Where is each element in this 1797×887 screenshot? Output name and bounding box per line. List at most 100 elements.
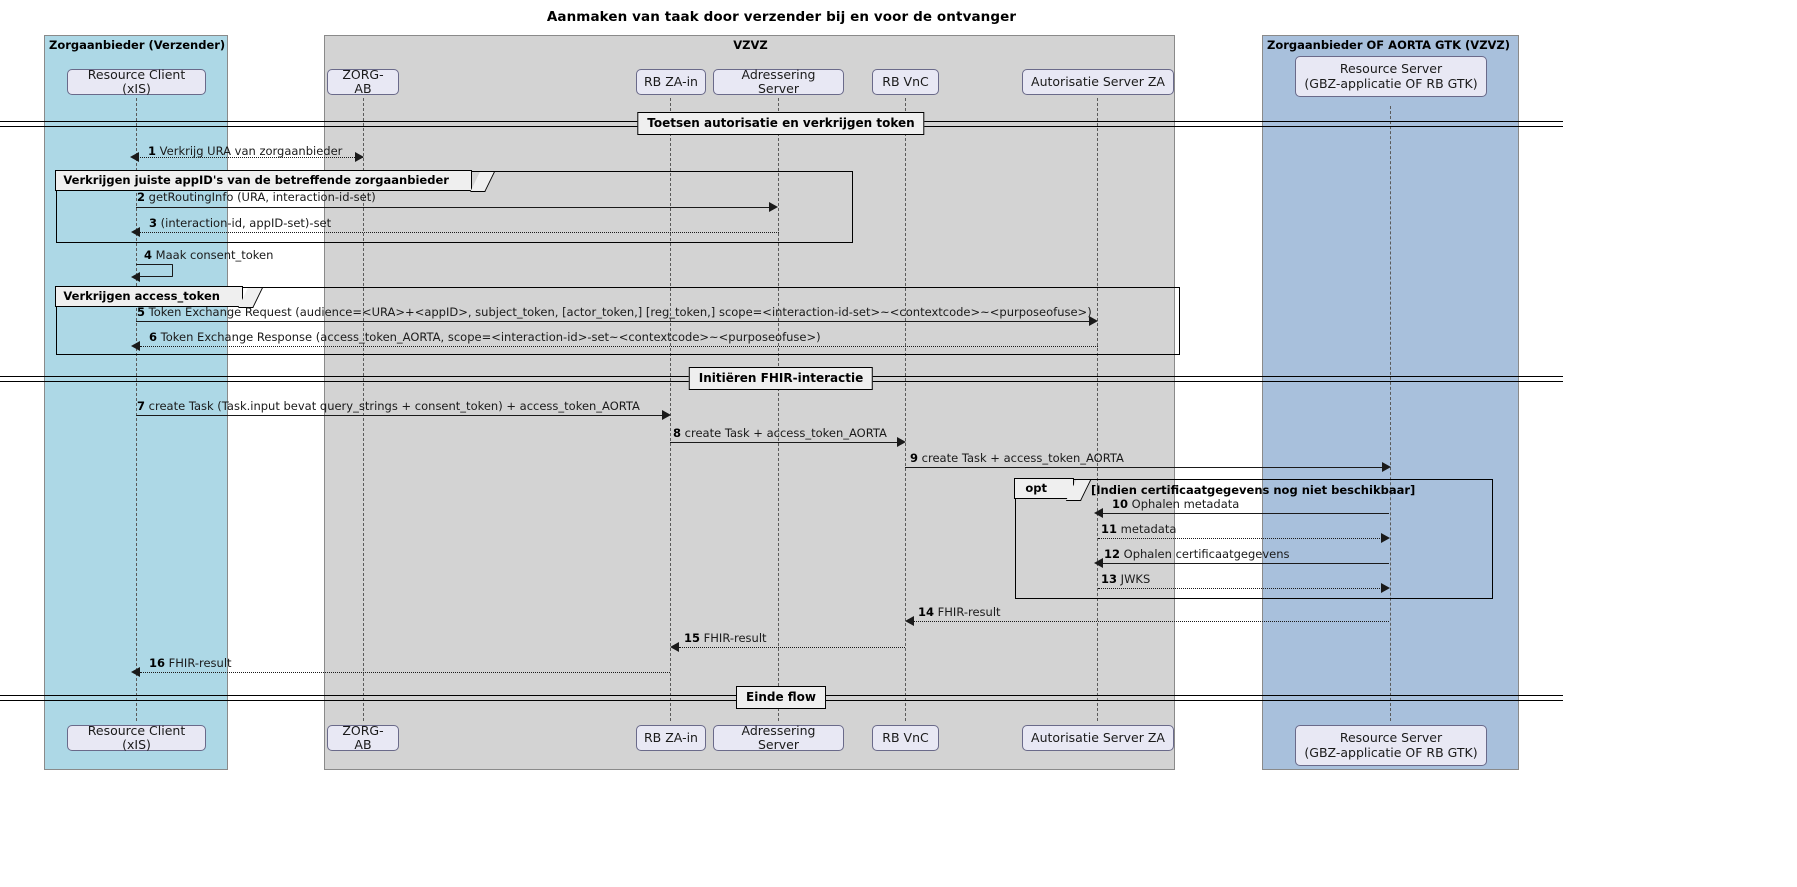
message-9-number: 9	[910, 451, 919, 465]
lifeline-rbvnc	[905, 98, 906, 721]
participant-autza-bottom[interactable]: Autorisatie Server ZA	[1022, 725, 1174, 751]
participant-zorgab-bottom[interactable]: ZORG-AB	[327, 722, 399, 752]
participant-xis-label: Resource Client (xIS)	[87, 66, 186, 96]
message-12-arrowhead	[1094, 558, 1103, 568]
message-9-line	[905, 467, 1383, 468]
message-4-text: Maak consent_token	[155, 248, 274, 262]
message-5-line	[136, 321, 1090, 322]
message-1-number: 1	[148, 144, 157, 158]
message-13-line	[1098, 588, 1382, 589]
message-10-arrowhead	[1094, 508, 1103, 518]
message-13-text: JWKS	[1120, 572, 1151, 586]
participant-rbzain-top[interactable]: RB ZA-in	[636, 69, 706, 95]
message-5-arrowhead	[1089, 316, 1098, 326]
message-15-text: FHIR-result	[703, 631, 767, 645]
message-16-number: 16	[149, 656, 166, 670]
message-8-text: create Task + access_token_AORTA	[684, 426, 887, 440]
message-1-text: Verkrijg URA van zorgaanbieder	[159, 144, 343, 158]
message-11-arrowhead	[1381, 533, 1390, 543]
message-2-text: getRoutingInfo (URA, interaction-id-set)	[148, 190, 376, 204]
frame-token-tab: Verkrijgen access_token	[55, 286, 243, 308]
participant-adres-bottom[interactable]: Adressering Server	[713, 723, 844, 752]
message-16-arrowhead	[131, 667, 140, 677]
message-6-label: 6 Token Exchange Response (access_token_…	[149, 330, 821, 344]
participant-rbvnc-top[interactable]: RB VnC	[872, 69, 939, 95]
lifeline-autza	[1097, 98, 1098, 721]
group-label-ontvanger: Zorgaanbieder OF AORTA GTK (VZVZ)	[1267, 38, 1511, 52]
message-8-line	[670, 442, 898, 443]
message-12-line	[1103, 563, 1389, 564]
divider-label-toetsen: Toetsen autorisatie en verkrijgen token	[637, 112, 925, 135]
message-9-arrowhead	[1382, 462, 1391, 472]
participant-rbzain-label: RB ZA-in	[644, 73, 698, 89]
lifeline-zorgab	[363, 98, 364, 721]
message-14-arrowhead	[905, 616, 914, 626]
participant-autza-top[interactable]: Autorisatie Server ZA	[1022, 69, 1174, 95]
message-9-label: 9 create Task + access_token_AORTA	[910, 451, 1124, 465]
message-11-line	[1098, 538, 1382, 539]
page-title: Aanmaken van taak door verzender bij en …	[546, 9, 1017, 25]
participant-rbvnc-bottom[interactable]: RB VnC	[872, 725, 939, 751]
message-16-label: 16 FHIR-result	[149, 656, 232, 670]
message-2-line	[136, 207, 770, 208]
message-2-label: 2 getRoutingInfo (URA, interaction-id-se…	[137, 190, 376, 204]
message-10-label: 10 Ophalen metadata	[1112, 497, 1240, 511]
message-10-text: Ophalen metadata	[1131, 497, 1240, 511]
participant-adres-label: Adressering Server	[741, 66, 816, 96]
message-12-number: 12	[1104, 547, 1121, 561]
message-14-number: 14	[918, 605, 935, 619]
participant-zorgab-top[interactable]: ZORG-AB	[327, 66, 399, 96]
message-8-label: 8 create Task + access_token_AORTA	[673, 426, 887, 440]
participant-adres-top[interactable]: Adressering Server	[713, 66, 844, 96]
participant-rs-top[interactable]: Resource Server (GBZ-applicatie OF RB GT…	[1295, 56, 1487, 97]
participant-zorgab-label: ZORG-AB	[342, 66, 384, 96]
message-14-label: 14 FHIR-result	[918, 605, 1001, 619]
message-1-arrowhead-left	[130, 152, 139, 162]
participant-rs-label-bottom: Resource Server (GBZ-applicatie OF RB GT…	[1304, 730, 1478, 760]
lifeline-adres	[778, 98, 779, 721]
message-16-text: FHIR-result	[168, 656, 232, 670]
message-6-text: Token Exchange Response (access_token_AO…	[160, 330, 821, 344]
frame-opt-tab: opt	[1014, 478, 1075, 500]
message-15-line	[679, 647, 905, 648]
message-3-label: 3 (interaction-id, appID-set)-set	[149, 216, 332, 230]
frame-opt: opt [Indien certificaatgegevens nog niet…	[1014, 478, 1493, 599]
participant-xis-top[interactable]: Resource Client (xIS)	[67, 66, 206, 96]
message-14-text: FHIR-result	[937, 605, 1001, 619]
frame-opt-condition: [Indien certificaatgegevens nog niet bes…	[1091, 483, 1416, 497]
message-10-number: 10	[1112, 497, 1129, 511]
group-label-verzender: Zorgaanbieder (Verzender)	[49, 38, 226, 52]
message-15-arrowhead	[670, 642, 679, 652]
message-16-line	[140, 672, 670, 673]
participant-autza-label: Autorisatie Server ZA	[1031, 73, 1165, 89]
message-4-arrowhead	[131, 272, 140, 282]
divider-label-initieren: Initiëren FHIR-interactie	[688, 367, 874, 390]
message-2-arrowhead	[769, 202, 778, 212]
message-4-number: 4	[144, 248, 153, 262]
message-12-text: Ophalen certificaatgegevens	[1123, 547, 1290, 561]
participant-xis-bottom[interactable]: Resource Client (xIS)	[67, 723, 206, 752]
participant-rs-bottom[interactable]: Resource Server (GBZ-applicatie OF RB GT…	[1295, 725, 1487, 766]
message-7-label: 7 create Task (Task.input bevat query_st…	[137, 399, 640, 413]
message-12-label: 12 Ophalen certificaatgegevens	[1104, 547, 1290, 561]
message-8-arrowhead	[897, 437, 906, 447]
participant-rbzain-bottom[interactable]: RB ZA-in	[636, 725, 706, 751]
message-10-line	[1103, 513, 1389, 514]
message-7-line	[136, 415, 663, 416]
message-3-text: (interaction-id, appID-set)-set	[160, 216, 332, 230]
divider-label-einde: Einde flow	[736, 686, 826, 709]
message-3-arrowhead	[131, 227, 140, 237]
message-5-number: 5	[137, 305, 146, 319]
lifeline-rs	[1390, 106, 1391, 721]
lifeline-xis	[136, 98, 137, 721]
participant-autza-label-bottom: Autorisatie Server ZA	[1031, 729, 1165, 745]
message-15-number: 15	[684, 631, 701, 645]
message-7-number: 7	[137, 399, 146, 413]
message-11-text: metadata	[1120, 522, 1177, 536]
participant-zorgab-label-bottom: ZORG-AB	[342, 722, 384, 752]
group-label-vzvz: VZVZ	[733, 38, 768, 52]
participant-rbzain-label-bottom: RB ZA-in	[644, 729, 698, 745]
message-4-label: 4 Maak consent_token	[144, 248, 274, 262]
message-1-line	[137, 157, 363, 158]
